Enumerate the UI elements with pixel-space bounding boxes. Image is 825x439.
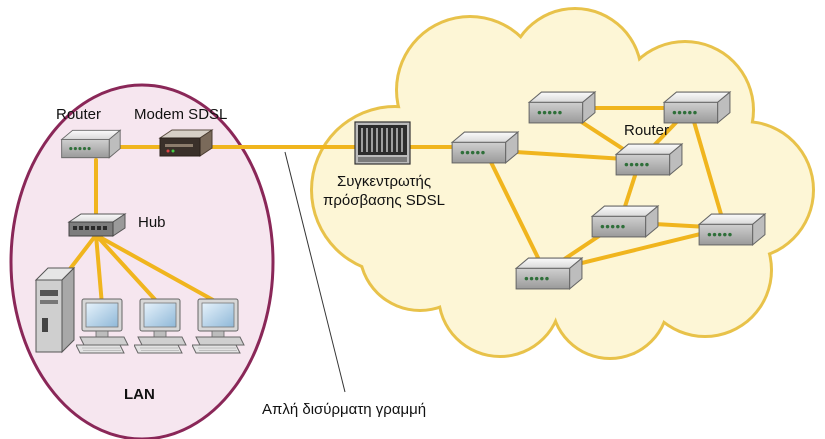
cloud-router-icon — [451, 131, 519, 164]
sdsl-concentrator-icon — [354, 121, 411, 165]
label-concentrator-line2: πρόσβασης SDSL — [323, 192, 445, 209]
label-concentrator-line1: Συγκεντρωτής — [336, 173, 432, 190]
label-concentrator: Συγκεντρωτής πρόσβασης SDSL — [300, 172, 468, 210]
server-icon — [34, 266, 76, 354]
label-router-lan: Router — [56, 106, 102, 123]
sdsl-modem-icon — [158, 129, 214, 157]
pc-icon — [192, 298, 245, 354]
link-hub-pc2 — [94, 233, 162, 307]
cloud-router-icon — [528, 91, 596, 124]
label-lan: LAN — [124, 386, 155, 403]
label-hub: Hub — [138, 214, 166, 231]
label-wire-line: Απλή δισύρματη γραμμή — [262, 401, 427, 418]
cloud-router-icon — [615, 143, 683, 176]
cloud-router-icon — [591, 205, 659, 238]
cloud-router-icon — [698, 213, 766, 246]
label-router-cloud: Router — [624, 122, 670, 139]
hub-icon — [68, 213, 126, 237]
lan-router-icon — [61, 129, 121, 159]
wire-line-pointer — [284, 151, 346, 393]
pc-icon — [134, 298, 187, 354]
link-hub-pc1 — [94, 233, 104, 307]
cloud-router-icon — [515, 257, 583, 290]
label-modem-sdsl: Modem SDSL — [134, 106, 228, 123]
link-hub-pc3 — [94, 233, 224, 307]
cloud-router-icon — [663, 91, 731, 124]
pc-icon — [76, 298, 129, 354]
